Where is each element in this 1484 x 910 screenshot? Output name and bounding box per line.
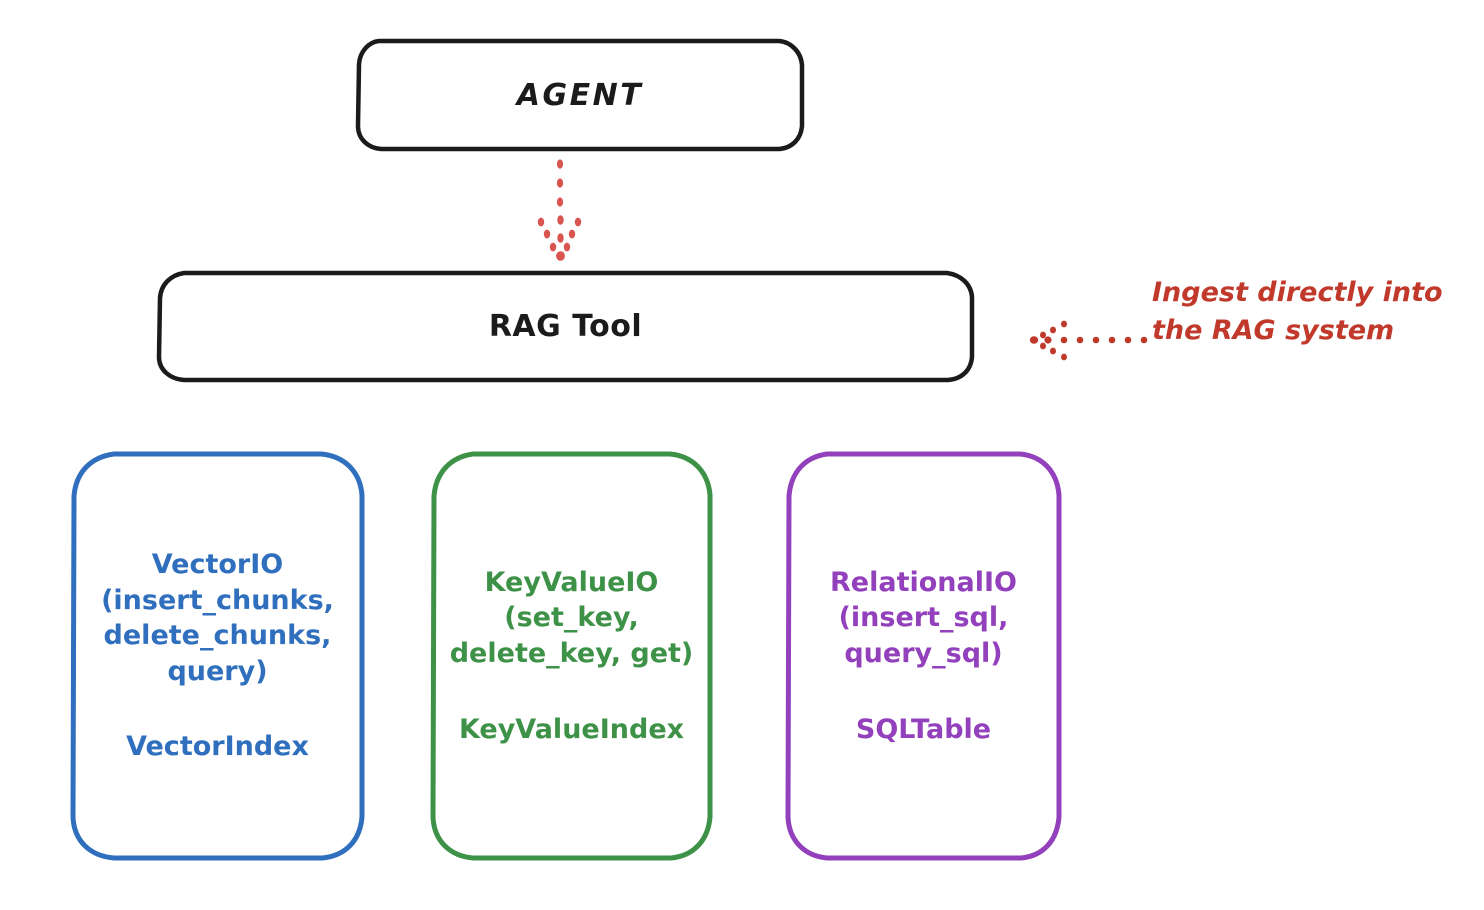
node-vector-io[interactable]: VectorIO (insert_chunks, delete_chunks, … bbox=[70, 450, 365, 862]
ingest-pointer-arrow bbox=[1029, 320, 1148, 361]
node-relational-io-index-label: SQLTable bbox=[855, 713, 992, 745]
ingest-annotation: Ingest directly into the RAG system bbox=[1020, 272, 1484, 382]
agent-to-rag-tool-connector bbox=[537, 159, 582, 261]
node-vector-io-label: VectorIO (insert_chunks, delete_chunks, … bbox=[101, 548, 334, 687]
node-key-value-io[interactable]: KeyValueIO (set_key, delete_key, get) Ke… bbox=[430, 450, 713, 862]
node-rag-tool-label: RAG Tool bbox=[488, 309, 643, 344]
node-key-value-io-index-label: KeyValueIndex bbox=[458, 713, 685, 745]
node-relational-io-label: RelationalIO (insert_sql, query_sql) bbox=[830, 566, 1017, 669]
node-key-value-io-label: KeyValueIO (set_key, delete_key, get) bbox=[449, 566, 694, 669]
node-relational-io[interactable]: RelationalIO (insert_sql, query_sql) SQL… bbox=[785, 450, 1062, 862]
node-vector-io-index-label: VectorIndex bbox=[126, 731, 309, 763]
node-agent-label: AGENT bbox=[516, 77, 644, 113]
node-agent[interactable]: AGENT bbox=[355, 38, 805, 152]
node-rag-tool[interactable]: RAG Tool bbox=[156, 270, 975, 383]
ingest-annotation-text: Ingest directly into the RAG system bbox=[1152, 277, 1443, 347]
